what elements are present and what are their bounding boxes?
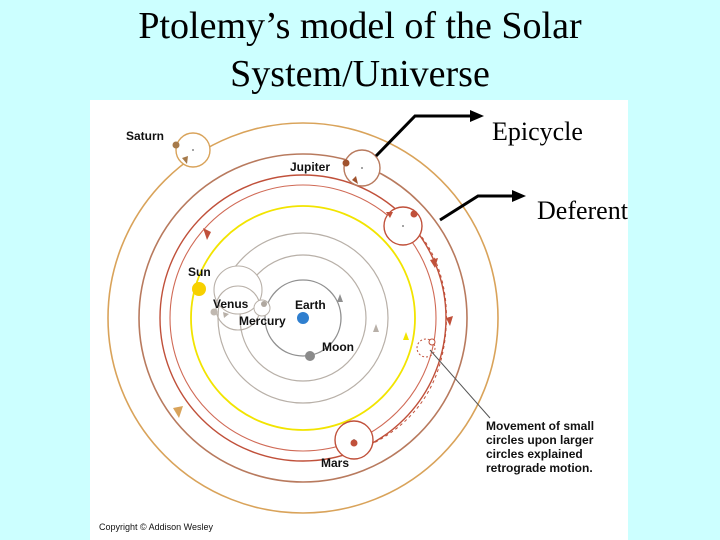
earth-label: Earth xyxy=(295,298,326,312)
saturn-epicycle-arrow-icon xyxy=(182,156,188,164)
saturn-deferent xyxy=(107,122,499,514)
moon-label: Moon xyxy=(322,340,354,354)
mars-deferent-inner xyxy=(169,184,437,452)
sun-icon xyxy=(192,282,206,296)
mars-epicycle-arrow-upper-icon xyxy=(386,212,393,218)
saturn-center xyxy=(192,149,194,151)
slide-title: Ptolemy’s model of the Solar System/Univ… xyxy=(0,2,720,98)
mercury-deferent xyxy=(239,254,367,382)
title-line-1: Ptolemy’s model of the Solar xyxy=(138,5,582,47)
mercury-planet xyxy=(261,301,267,307)
retrograde-ghost-epicycle xyxy=(416,338,436,358)
venus-arrow-small-icon xyxy=(223,312,229,318)
saturn-label: Saturn xyxy=(126,129,164,143)
moon-icon xyxy=(305,351,315,361)
jupiter-center xyxy=(361,167,363,169)
copyright-text: Copyright © Addison Wesley xyxy=(99,522,214,532)
diagram-svg: Saturn Jupiter Sun Venus Mercury Earth M… xyxy=(99,122,594,532)
mars-center-upper xyxy=(402,225,404,227)
jupiter-arrow-icon xyxy=(203,228,211,240)
moon-deferent xyxy=(264,279,342,357)
jupiter-planet xyxy=(342,159,350,167)
venus-label: Venus xyxy=(213,297,249,311)
deferent-callout: Deferent xyxy=(537,196,628,225)
epicycle-callout: Epicycle xyxy=(492,117,583,146)
jupiter-deferent xyxy=(138,153,468,483)
jupiter-label: Jupiter xyxy=(290,160,330,174)
venus-arrow-icon xyxy=(373,324,379,332)
note-pointer-line xyxy=(429,349,491,419)
note-line-2: circles upon larger xyxy=(486,433,594,447)
moon-arrow-icon xyxy=(337,294,343,302)
jupiter-epicycle-arrow-icon xyxy=(352,176,358,184)
earth-icon xyxy=(297,312,309,324)
note-line-1: Movement of small xyxy=(486,419,594,433)
sun-arrow-icon xyxy=(403,332,409,340)
sun-epicycle xyxy=(213,265,263,315)
saturn-planet xyxy=(172,141,180,149)
sun-deferent xyxy=(190,205,416,431)
mars-planet-lower xyxy=(350,439,358,447)
mercury-label: Mercury xyxy=(239,314,286,328)
title-line-2: System/Universe xyxy=(230,53,490,95)
sun-label: Sun xyxy=(188,265,211,279)
retrograde-path xyxy=(369,216,448,446)
mars-planet-upper xyxy=(410,210,418,218)
saturn-arrow-icon xyxy=(173,406,183,418)
mars-label: Mars xyxy=(321,456,349,470)
note-line-3: circles explained xyxy=(486,447,583,461)
retrograde-arrow-1-icon xyxy=(430,258,438,268)
retrograde-ghost-point xyxy=(428,338,436,346)
ptolemy-diagram: Saturn Jupiter Sun Venus Mercury Earth M… xyxy=(90,100,628,540)
venus-planet xyxy=(210,308,218,316)
note-line-4: retrograde motion. xyxy=(486,461,593,475)
retrograde-arrow-2-icon xyxy=(446,316,453,326)
